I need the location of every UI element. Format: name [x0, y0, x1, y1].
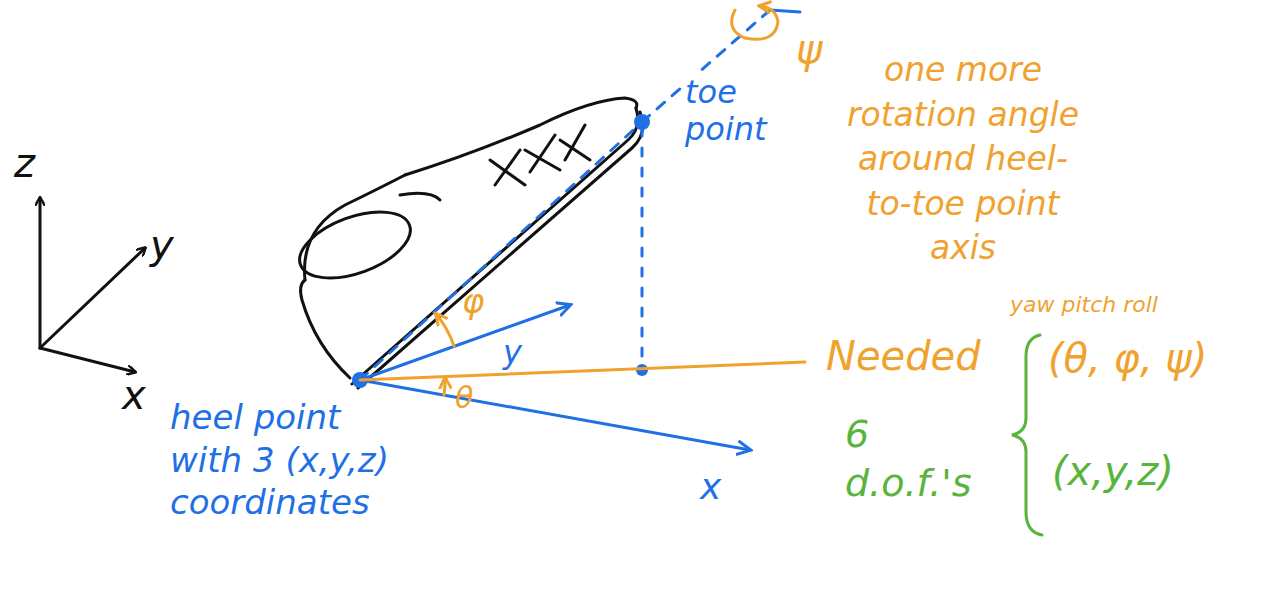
angle-symbol: φ — [462, 282, 484, 321]
axis-label: x — [122, 372, 146, 418]
axis-label: z — [14, 140, 35, 186]
axis-label: y — [150, 222, 174, 268]
angle-symbol: θ — [455, 381, 473, 416]
note-text: yaw pitch roll — [1010, 292, 1158, 317]
angle-symbol: ψ — [796, 26, 822, 72]
point-label: heel point with 3 (x,y,z) coordinates — [170, 396, 420, 524]
note-text: one more rotation angle around heel-to-t… — [838, 48, 1088, 271]
axis-label: x — [700, 466, 721, 507]
point-label: toe point — [682, 74, 798, 148]
tuple-text: (θ, φ, ψ) — [1048, 335, 1207, 381]
note-text: Needed — [826, 333, 981, 379]
axis-label: y — [500, 334, 525, 371]
tuple-text: (x,y,z) — [1052, 448, 1174, 494]
note-text: 6 d.o.f.'s — [845, 410, 945, 509]
